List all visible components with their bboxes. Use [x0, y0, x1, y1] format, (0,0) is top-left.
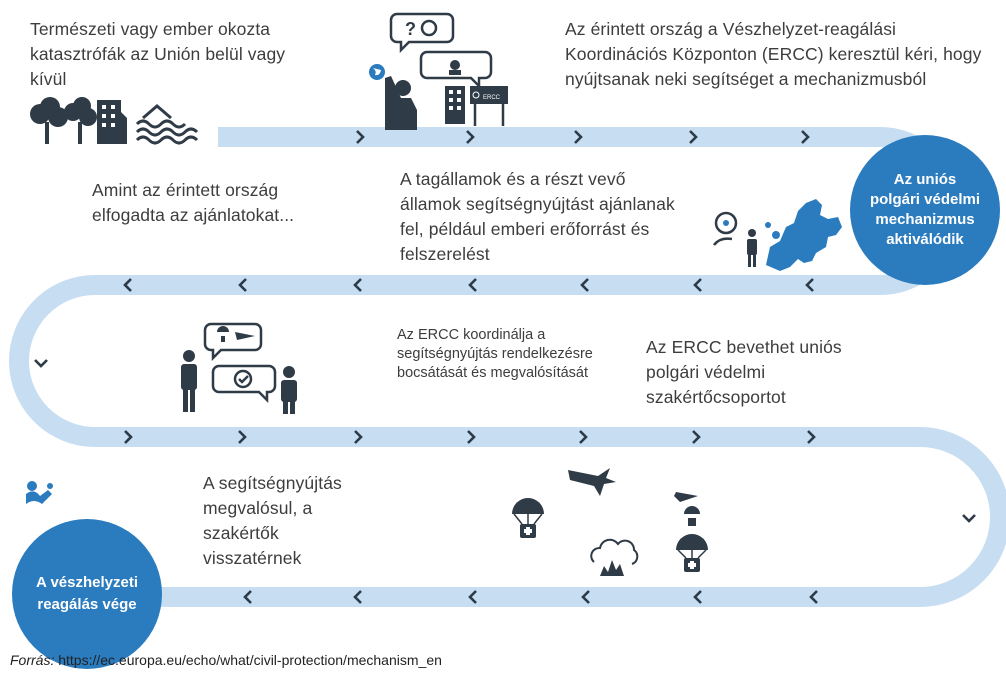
- step-delivered-text: A segítségnyújtás megvalósul, a szakértő…: [203, 473, 342, 568]
- delivery-icon: [512, 468, 708, 576]
- track-arrows-row-2: [34, 278, 814, 368]
- source-url[interactable]: https://ec.europa.eu/echo/what/civil-pro…: [58, 652, 442, 668]
- request-icon: ? ERCC: [369, 12, 508, 130]
- response-end-label: A vészhelyzeti reagálás vége: [36, 574, 138, 613]
- track-arrows-row-3: [124, 430, 976, 523]
- speech-bubble-1: [389, 12, 455, 54]
- track-row-2: [9, 275, 880, 447]
- step-disaster-text: Természeti vagy ember okozta katasztrófá…: [30, 19, 286, 89]
- fire-icon: [600, 560, 624, 576]
- step-request-text: Az érintett ország a Vészhelyzet-reagálá…: [565, 19, 982, 89]
- coordination-bubble-1: [203, 322, 263, 362]
- parachute-icon: [512, 498, 544, 514]
- source-line: Forrás: https://ec.europa.eu/echo/what/c…: [10, 652, 442, 668]
- track-row-3: [95, 427, 1006, 607]
- track-arrows-row-4: [243, 590, 818, 604]
- mechanism-activated-circle: Az uniós polgári védelmi mechanizmus akt…: [850, 135, 1000, 285]
- plane-icon-small: [674, 492, 698, 502]
- rescue-icon: [26, 481, 53, 504]
- disaster-icon: [30, 97, 199, 145]
- response-end-circle: A vészhelyzeti reagálás vége: [12, 519, 162, 669]
- smoke-cloud-icon: [590, 538, 639, 565]
- question-mark: ?: [405, 19, 416, 39]
- mechanism-activated-label: Az uniós polgári védelmi mechanizmus akt…: [869, 171, 981, 248]
- step-experts-text: Az ERCC bevethet uniós polgári védelmi s…: [646, 337, 842, 407]
- source-label: Forrás:: [10, 652, 55, 668]
- step-coordinates-text: Az ERCC koordinálja a segítségnyújtás re…: [397, 327, 593, 381]
- parachute-icon-2: [676, 534, 708, 550]
- europe-map-icon: [713, 199, 842, 271]
- step-offers-text: A tagállamok és a részt vevő államok seg…: [400, 169, 675, 264]
- plane-icon: [568, 468, 616, 496]
- ercc-sign: ERCC: [483, 95, 501, 101]
- track-arrows-row-1: [356, 130, 810, 144]
- plane-small-icon: [235, 332, 255, 340]
- speech-bubble-2: [419, 50, 493, 90]
- coordination-bubble-2: [211, 364, 277, 404]
- coordination-people-icon: [181, 322, 297, 414]
- step-accepted-text: Amint az érintett ország elfogadta az aj…: [92, 180, 295, 225]
